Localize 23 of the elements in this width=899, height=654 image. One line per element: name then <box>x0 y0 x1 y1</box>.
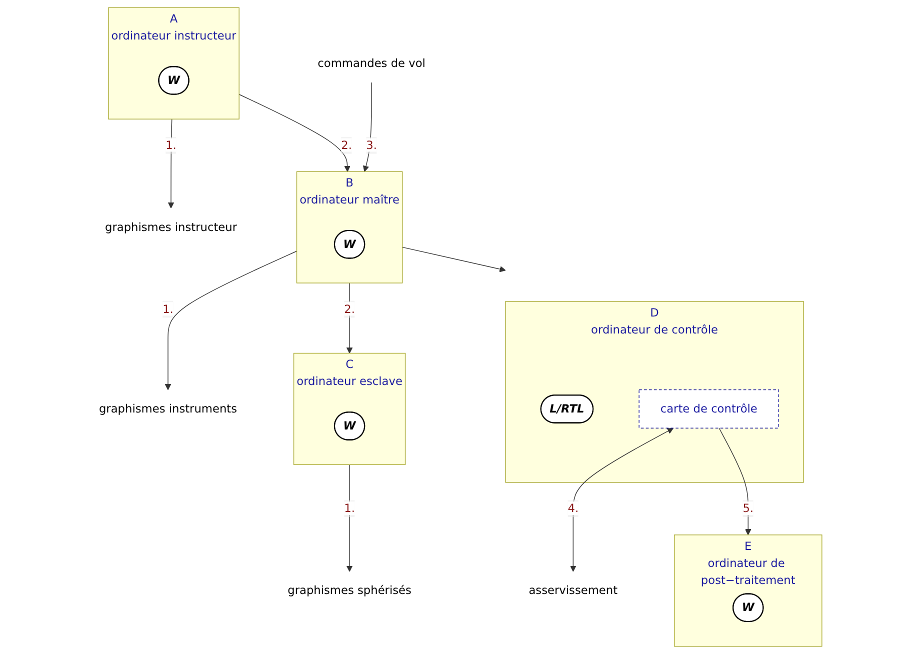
edge-label: 1. <box>165 138 176 152</box>
arrow <box>402 246 506 272</box>
node-text: asservissement <box>528 584 618 597</box>
edge-label: 1. <box>344 502 355 516</box>
arrow <box>570 428 674 572</box>
edge-label: 3. <box>366 138 377 152</box>
arrow <box>346 282 352 354</box>
node-text: graphismes instructeur <box>104 220 237 234</box>
arrow <box>168 118 174 208</box>
node-text: graphismes instruments <box>98 402 237 416</box>
edge-label: 5. <box>742 502 754 516</box>
node-text: commandes de vol <box>317 56 426 70</box>
edge-label: 2. <box>344 302 355 316</box>
arrow <box>362 82 372 172</box>
arrow <box>718 428 751 536</box>
edge-label: 4. <box>567 502 578 516</box>
edge-label: 2. <box>340 138 352 152</box>
arrow <box>238 94 350 172</box>
node-text: graphismes sphérisés <box>287 584 412 597</box>
node-box: carte de contrôle <box>638 389 779 428</box>
arrow <box>164 250 297 390</box>
edge-label: 1. <box>162 302 174 316</box>
arrow <box>346 464 352 572</box>
